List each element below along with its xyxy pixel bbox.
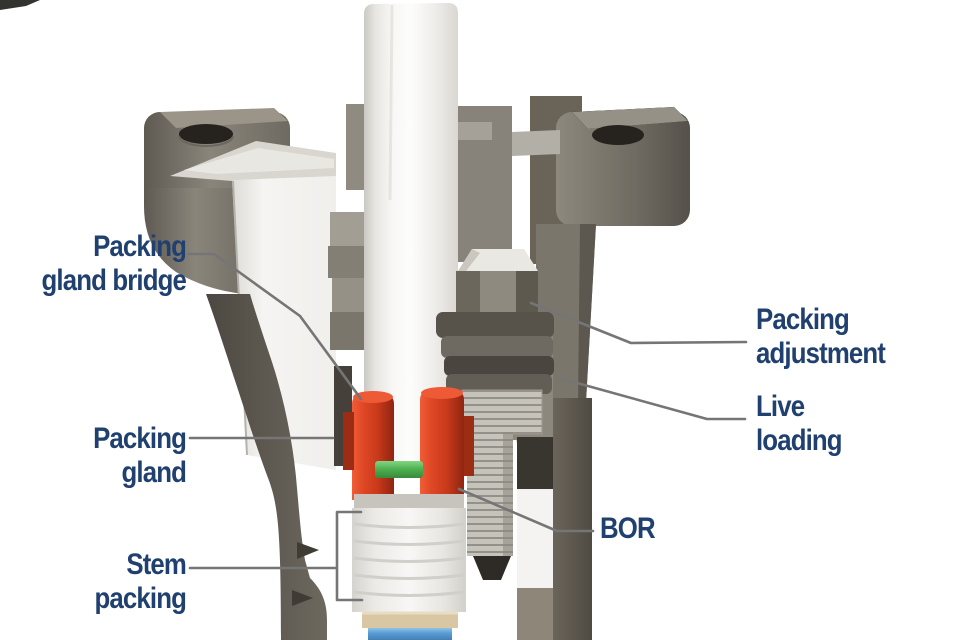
right-body-column (513, 336, 592, 640)
label-stem-packing: Stem packing (26, 548, 187, 616)
belleville-washer-stack (436, 312, 554, 394)
pocket-shadow (517, 437, 553, 489)
threaded-stud (467, 432, 513, 580)
stud-tip (473, 556, 511, 580)
label-live-loading: Live loading (756, 390, 843, 458)
label-line: gland bridge (41, 264, 187, 297)
label-line: Packing (93, 230, 187, 263)
stem-packing-stack (352, 494, 466, 640)
right-lug-top-face (572, 107, 688, 129)
label-packing-adjustment: Packing adjustment (756, 303, 886, 371)
left-lug-top-face (160, 108, 288, 128)
leader-packing-gland-bridge (186, 252, 363, 401)
label-line: loading (756, 424, 843, 457)
valve-stem (364, 3, 458, 470)
label-line: BOR (600, 512, 656, 545)
bridge-cross-member (512, 130, 560, 156)
bridge-step-block (458, 106, 512, 262)
leader-live-loading (557, 376, 747, 421)
label-line: packing (94, 582, 187, 615)
label-line: Packing (756, 303, 850, 336)
packing-ring-blue (368, 628, 452, 640)
left-bolt-hole (179, 124, 233, 144)
right-bolt-hole (592, 125, 644, 145)
label-line: gland (121, 456, 186, 489)
left-bonnet-strut (206, 294, 327, 640)
label-line: Packing (93, 422, 187, 455)
pocket-cut-face (517, 489, 553, 588)
bracket-stem-packing (335, 510, 364, 602)
packing-base-ring-tan (362, 612, 458, 628)
label-line: adjustment (756, 337, 886, 370)
label-line: Live (756, 390, 805, 423)
pocket-lower-face (517, 588, 553, 640)
label-line: Stem (126, 548, 187, 581)
label-packing-gland: Packing gland (26, 422, 187, 490)
leader-packing-adjustment (529, 301, 748, 345)
label-packing-gland-bridge: Packing gland bridge (26, 230, 187, 298)
leader-bor (457, 487, 595, 533)
corner-artifact (0, 0, 40, 10)
label-bor: BOR (600, 512, 656, 546)
bor-ring-green (375, 461, 423, 478)
